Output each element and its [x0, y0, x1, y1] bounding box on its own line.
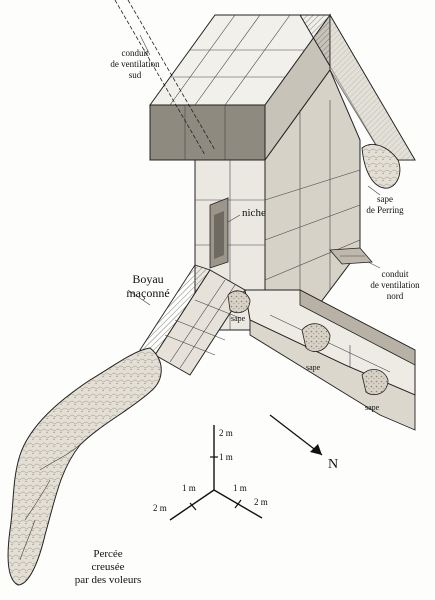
scale-label-left-2m: 2 m	[153, 503, 167, 513]
label-boyau-line1: Boyau	[132, 272, 163, 286]
label-boyau: Boyau maçonné	[126, 272, 169, 300]
label-sape-1: sape	[231, 314, 246, 323]
leader-lines	[127, 185, 381, 306]
label-conduit-nord: conduit de ventilation nord	[370, 269, 420, 301]
label-conduit-sud-line1: conduit	[122, 48, 149, 58]
label-sape-perring-line1: sape	[377, 194, 393, 204]
label-conduit-nord-line1: conduit	[382, 269, 409, 279]
label-niche: niche	[242, 207, 266, 219]
label-percee-line1: Percée	[93, 548, 122, 560]
scale-label-vertical-1m: 1 m	[219, 452, 233, 462]
sape-rubble-3	[361, 369, 389, 396]
label-boyau-line2: maçonné	[126, 286, 169, 300]
label-conduit-nord-line3: nord	[387, 291, 404, 301]
niche	[209, 197, 229, 269]
northern-air-shaft	[329, 247, 373, 265]
label-percee-line3: par des voleurs	[75, 574, 142, 586]
scale-label-right-1m: 1 m	[233, 483, 247, 493]
north-arrow	[269, 414, 323, 456]
robbers-tunnel	[7, 347, 162, 586]
sape-rubble-1	[227, 290, 251, 314]
scale-label-vertical-2m: 2 m	[219, 428, 233, 438]
label-sape-2: sape	[306, 363, 321, 372]
label-conduit-sud: conduit de ventilation sud	[110, 48, 160, 80]
label-sape-perring: sape de Perring	[366, 194, 404, 215]
north-label: N	[328, 457, 338, 472]
scale-axes	[169, 425, 263, 521]
sape-perring-rubble	[361, 144, 401, 189]
northern-corridor	[244, 289, 416, 431]
label-conduit-nord-line2: de ventilation	[370, 280, 420, 290]
label-sape-3: sape	[365, 403, 380, 412]
sape-rubble-2	[301, 323, 331, 352]
label-percee: Percée creusée par des voleurs	[75, 548, 142, 586]
label-percee-line2: creusée	[92, 561, 125, 573]
scale-label-left-1m: 1 m	[182, 483, 196, 493]
label-sape-perring-line2: de Perring	[366, 205, 404, 215]
label-conduit-sud-line2: de ventilation	[110, 59, 160, 69]
masonry-corridor	[139, 264, 246, 376]
scale-label-right-2m: 2 m	[254, 497, 268, 507]
sloping-roof	[299, 13, 416, 161]
southern-air-shaft	[114, 0, 216, 156]
label-conduit-sud-line3: sud	[129, 70, 142, 80]
roof-block	[149, 13, 331, 162]
